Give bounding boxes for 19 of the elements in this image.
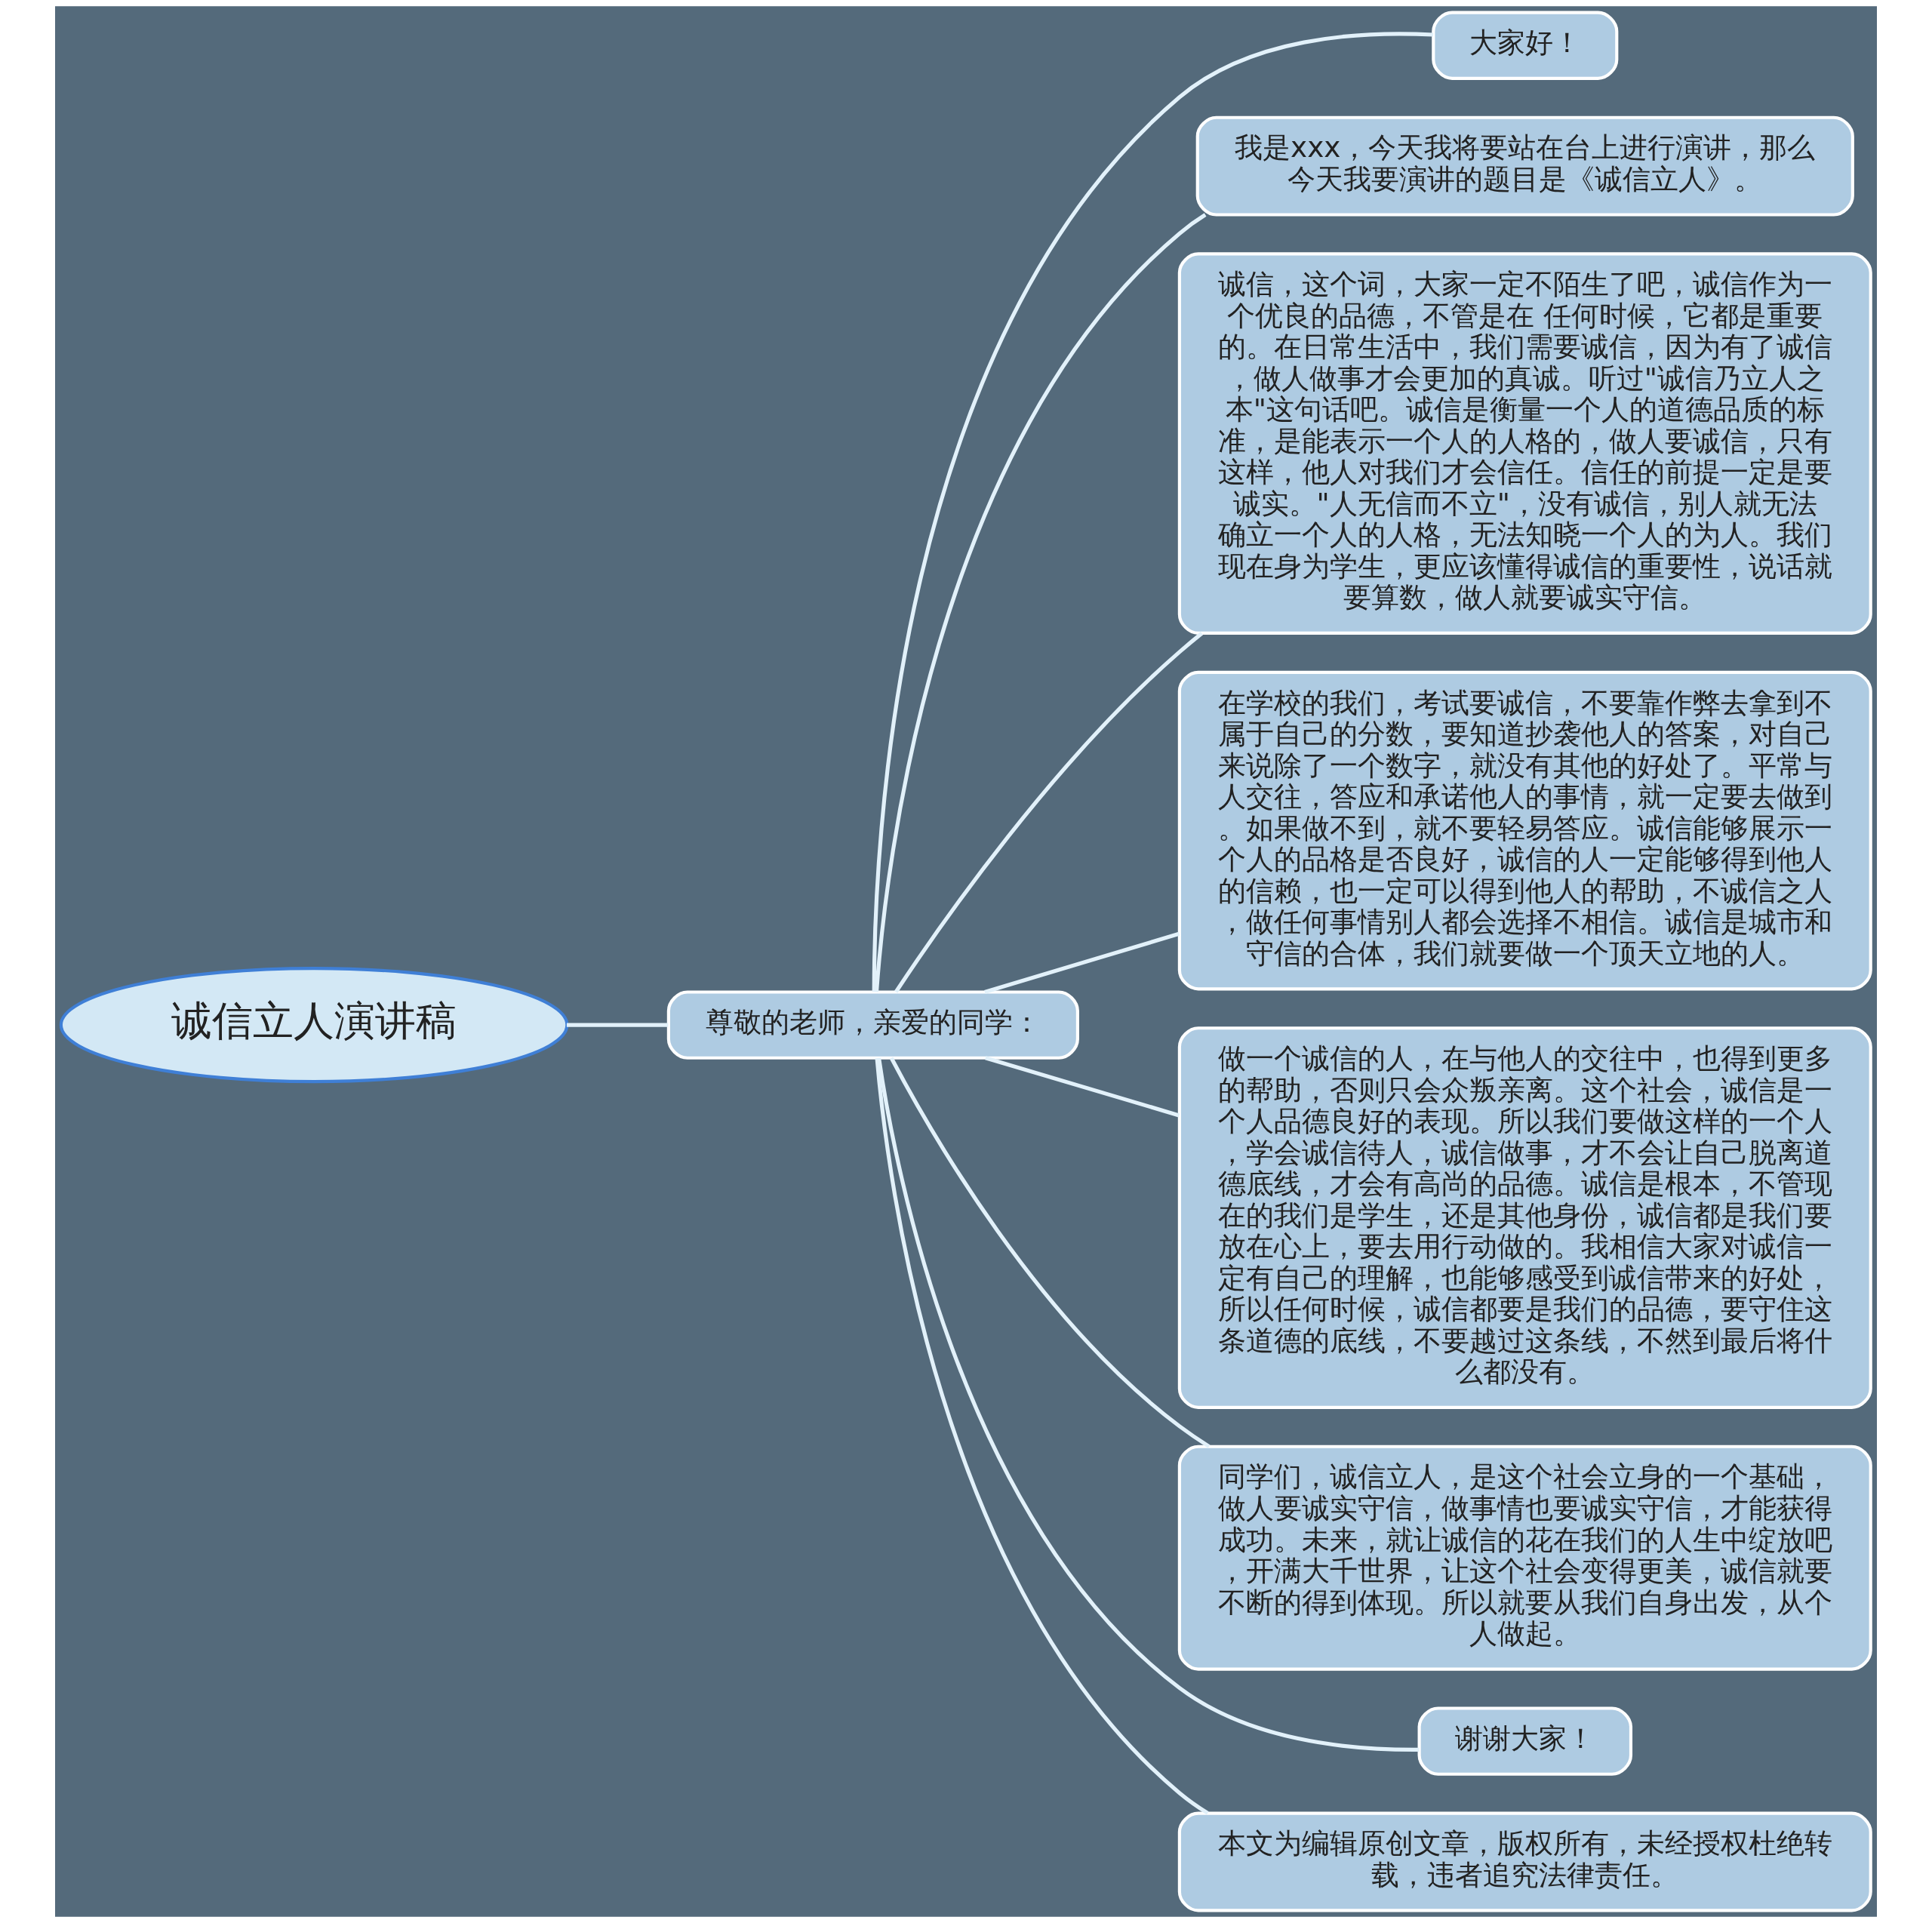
node-box: 我是xxx，今天我将要站在台上进行演讲，那么今天我要演讲的题目是《诚信立人》。 [1195,115,1854,217]
node-ellipse: 诚信立人演讲稿 [59,967,569,1084]
connector [889,1057,1211,1448]
node-box: 本文为编辑原创文章，版权所有，未经授权杜绝转载，违者追究法律责任。 [1177,1811,1872,1912]
connector [872,32,1434,992]
connector [894,632,1204,993]
connector [875,1058,1209,1815]
node-box: 尊敬的老师，亲爱的同学： [666,990,1079,1060]
connector [877,1057,1420,1752]
node-box: 同学们，诚信立人，是这个社会立身的一个基础，做人要诚实守信，做事情也要诚实守信，才能获得成功。未来，就让诚信的花在我们的人生中绽放吧，开满大千世界，让这个社会变得更美，诚信就要不断的得到体现。所以就要从我们自身出发，从个人做起。 [1177,1445,1872,1671]
node-box: 做一个诚信的人，在与他人的交往中，也得到更多的帮助，否则只会众叛亲离。这个社会，诚信是一个人品德良好的表现。所以我们要做这样的一个人，学会诚信待人，诚信做事，才不会让自己脱离道德底线，才会有高尚的品德。诚信是根本，不管现在的我们是学生，还是其他身份，诚信都是我们要放在心上，要去用行动做的。我相信大家对诚信一定有自己的理解，也能够感受到诚信带来的好处，所以任何时候，诚信都要是我们的品德，要守住这条道德的底线，不要越过这条线，不然到最后将什么都没有。 [1177,1026,1872,1409]
node-box: 谢谢大家！ [1417,1706,1633,1776]
connector [566,1023,669,1027]
node-box: 诚信，这个词，大家一定不陌生了吧，诚信作为一个优良的品德，不管是在 任何时候，它都是重要的。在日常生活中，我们需要诚信，因为有了诚信，做人做事才会更加的真诚。听过"诚信乃立人之本"这句话吧。诚信是衡量一个人的道德品质的标准，是能表示一个人的人格的，做人要诚信，只有这样，他人对我们才会信任。信任的前提一定是要诚实。"人无信而不立"，没有诚信，别人就无法确立一个人的人格，无法知晓一个人的为人。我们现在身为学生，更应该懂得诚信的重要性，说话就要算数，做人就要诚实守信。 [1177,252,1872,635]
connector [985,1056,1180,1118]
node-box: 大家好！ [1432,11,1619,80]
connector [874,213,1207,992]
node-box: 在学校的我们，考试要诚信，不要靠作弊去拿到不属于自己的分数，要知道抄袭他人的答案，对自己来说除了一个数字，就没有其他的好处了。平常与人交往，答应和承诺他人的事情，就一定要去做到。如果做不到，就不要轻易答应。诚信能够展示一个人的品格是否良好，诚信的人一定能够得到他人的信赖，也一定可以得到他人的帮助，不诚信之人，做任何事情别人都会选择不相信。诚信是城市和守信的合体，我们就要做一个顶天立地的人。 [1177,670,1872,991]
connector [984,931,1180,994]
